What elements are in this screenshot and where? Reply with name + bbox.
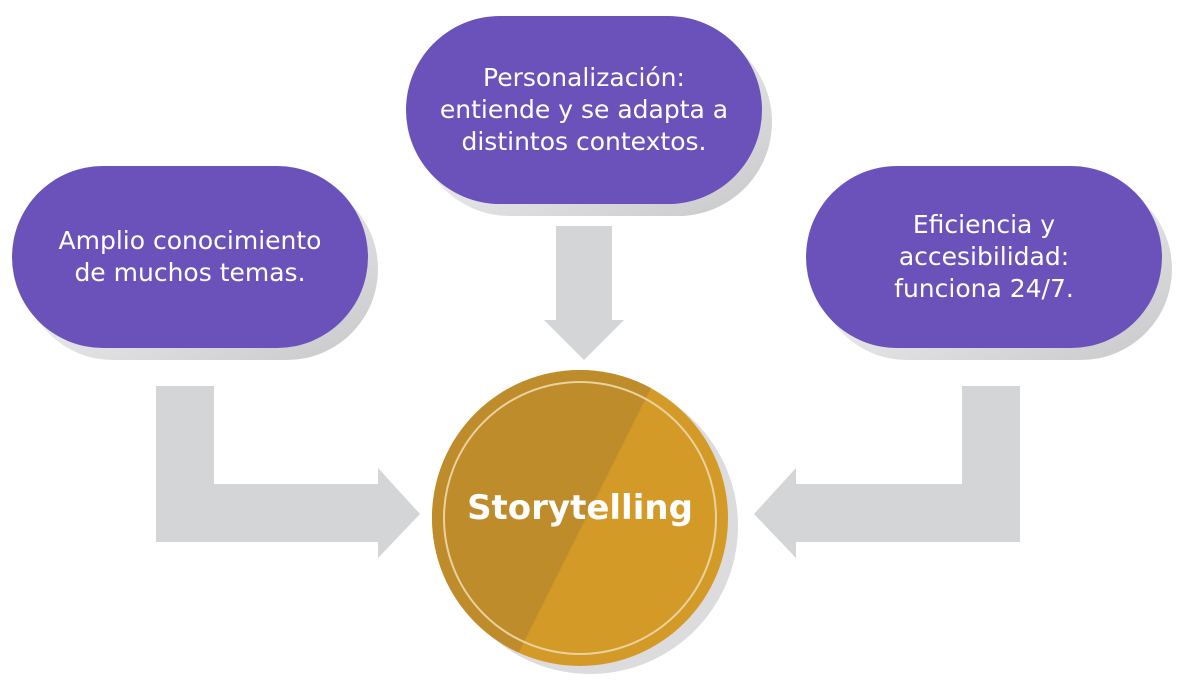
node-right-text: Eficiencia y accesibilidad: funciona 24/…	[894, 210, 1074, 303]
center-label: Storytelling	[467, 488, 693, 528]
center-circle-ring	[443, 381, 717, 655]
arrow-top-down	[544, 226, 624, 360]
node-top-text: Personalización: entiende y se adapta a …	[439, 63, 729, 156]
arrow-left-elbow	[156, 386, 420, 558]
node-left-shape	[12, 166, 368, 348]
node-left-text: Amplio conocimiento de muchos temas.	[58, 226, 322, 287]
node-top-shape	[406, 16, 762, 204]
center-circle-shade	[432, 370, 665, 666]
node-right-shape	[806, 166, 1162, 348]
arrow-right-elbow	[754, 386, 1020, 558]
